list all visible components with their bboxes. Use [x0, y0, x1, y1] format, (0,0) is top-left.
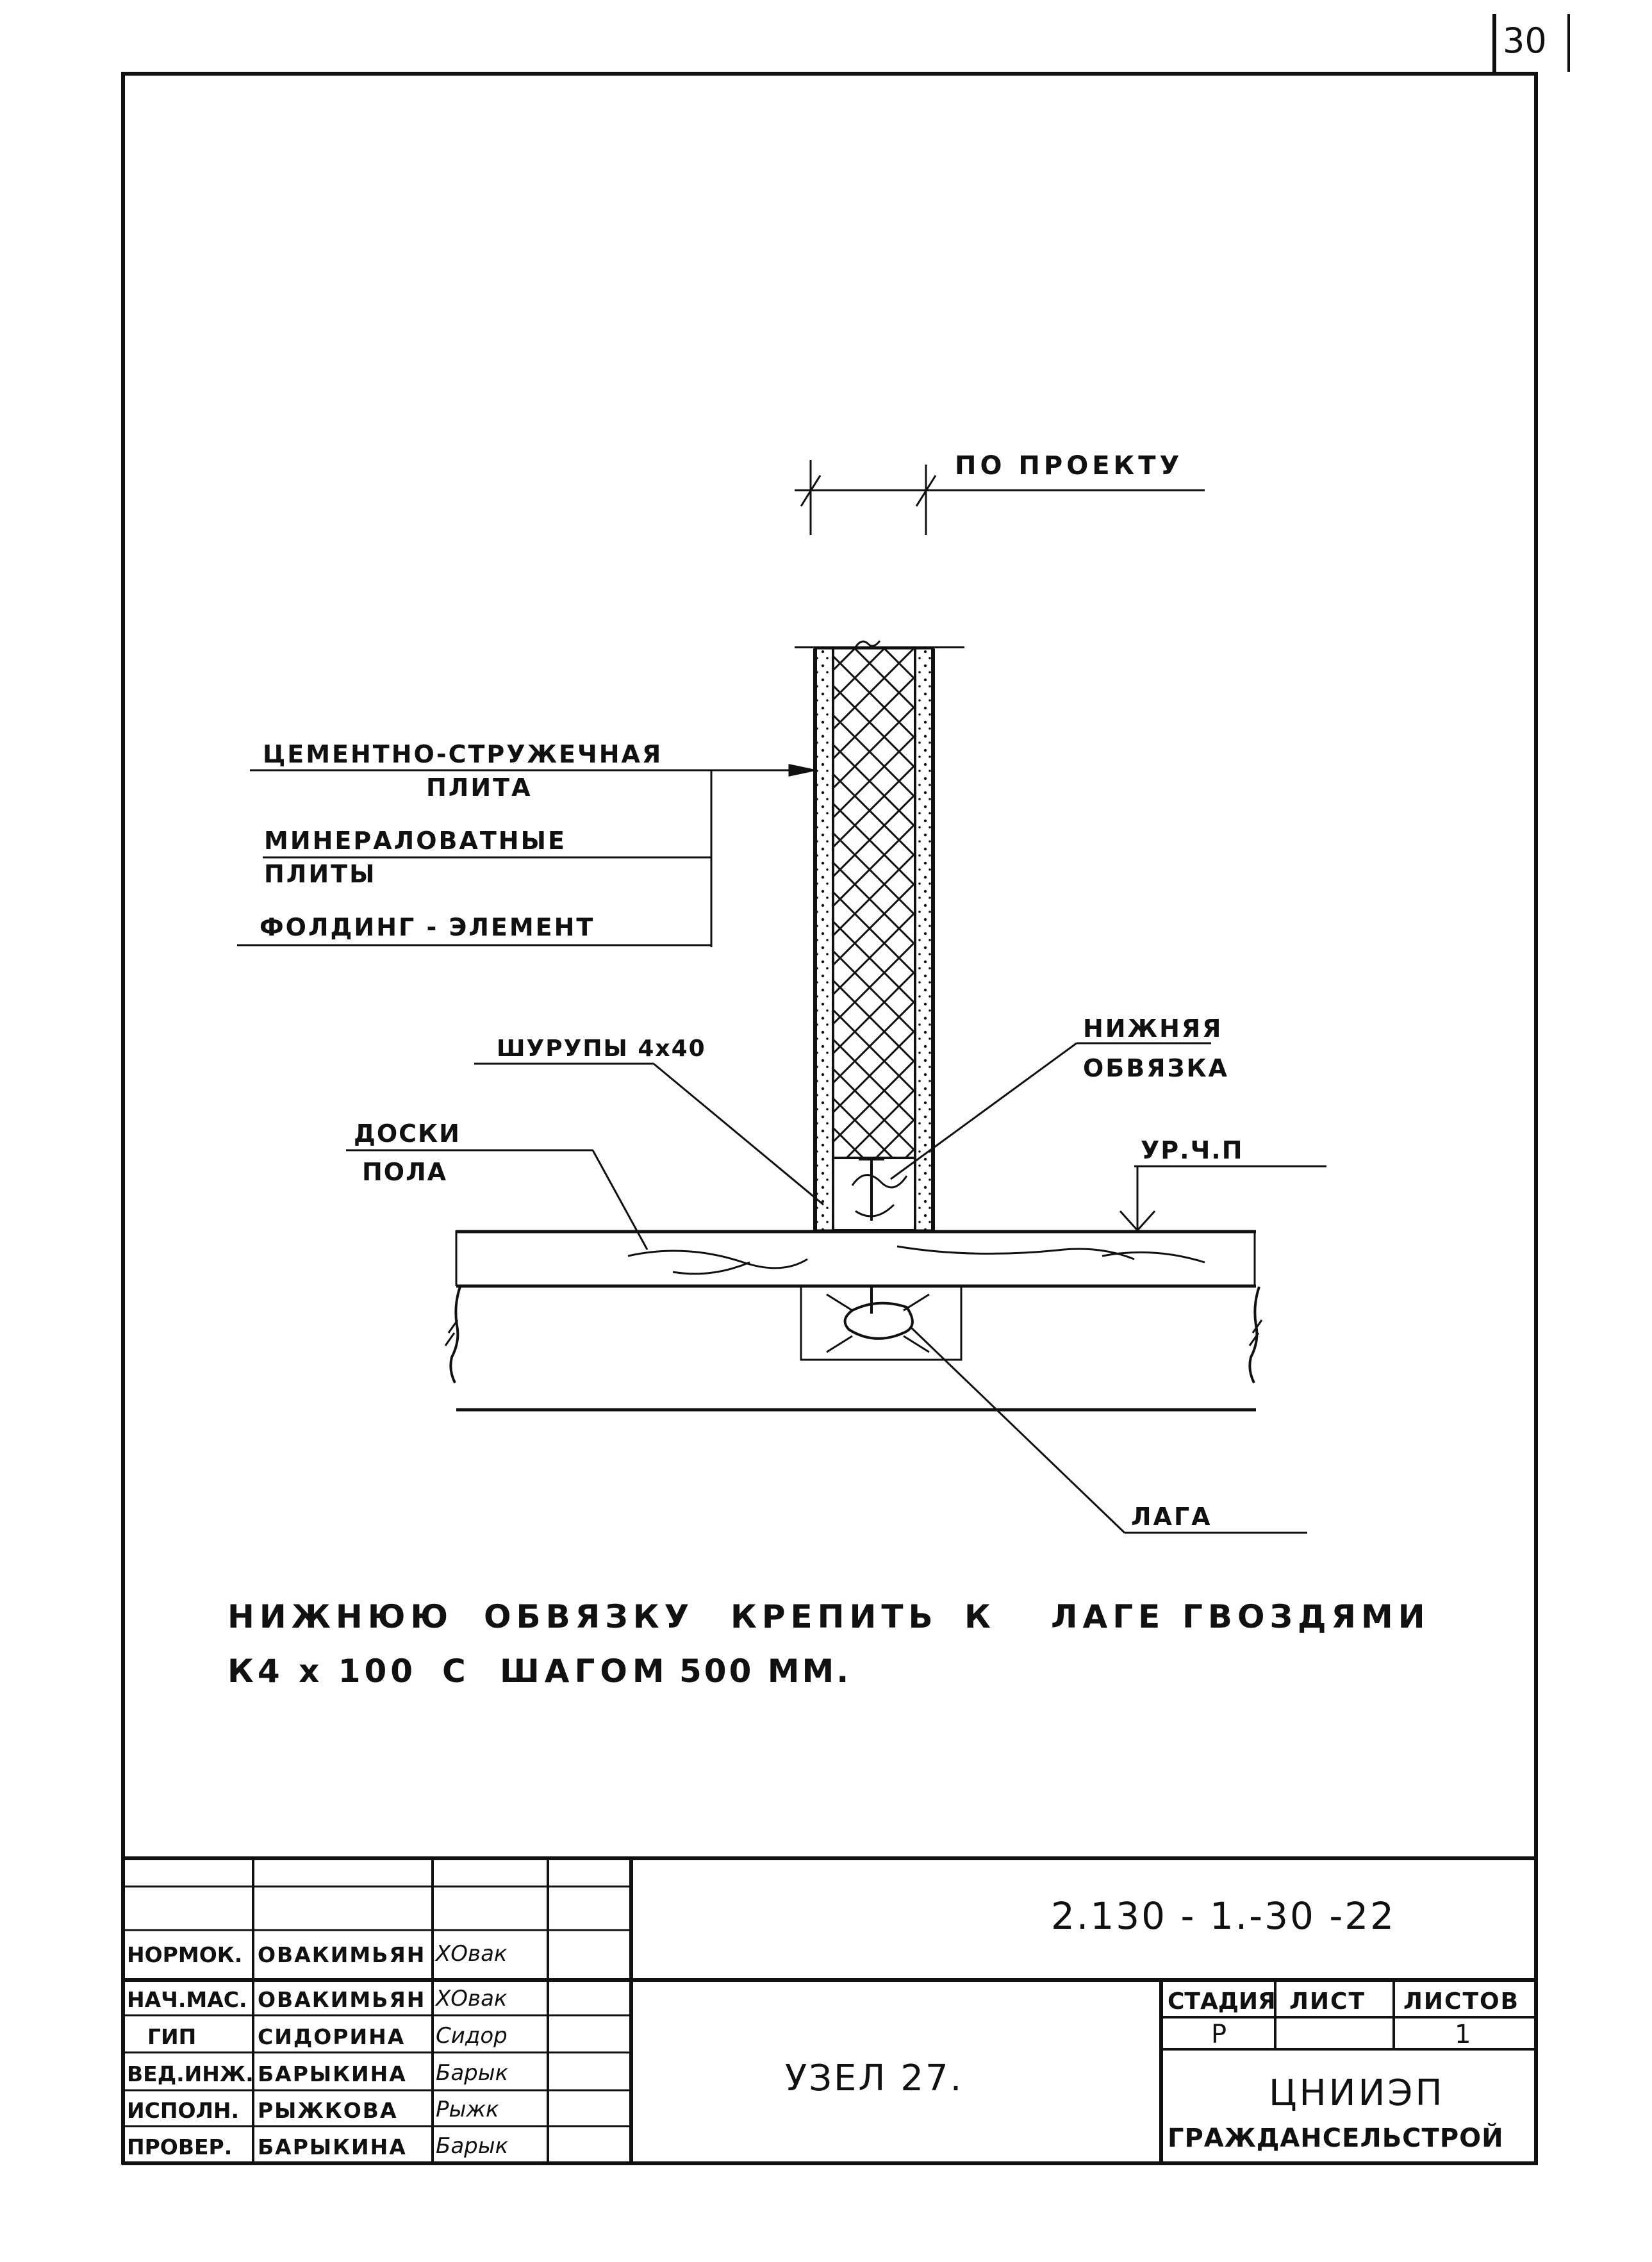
label-screws: ШУРУПЫ 4х40: [497, 1036, 706, 1062]
label-cement-board-1: ЦЕМЕНТНО-СТРУЖЕЧНАЯ: [263, 740, 663, 768]
note-word-2: ОБВЯЗКУ: [484, 1598, 694, 1635]
header-stage: СТАДИЯ: [1168, 1988, 1276, 2015]
sign-role: ГИП: [147, 2024, 196, 2049]
label-joist: ЛАГА: [1131, 1503, 1212, 1531]
sheet-title: УЗЕЛ 27.: [785, 2058, 963, 2099]
sign-name: БАРЫКИНА: [258, 2061, 407, 2086]
stage-value: Р: [1211, 2020, 1227, 2049]
signature-row: ВЕД.ИНЖ. БАРЫКИНА Барык: [127, 2060, 509, 2086]
floor-boards: [455, 1230, 1256, 1288]
label-mineral-wool-2: ПЛИТЫ: [264, 860, 376, 888]
label-bottom-plate-1: НИЖНЯЯ: [1083, 1014, 1223, 1043]
sign-role: НОРМОК.: [127, 1942, 242, 1967]
note-word-6: ГВОЗДЯМИ: [1182, 1598, 1430, 1635]
sign-name: ОВАКИМЬЯН: [258, 1987, 425, 2012]
drawing-code: 2.130 - 1.-30 -22: [1051, 1894, 1396, 1938]
note-word-8: С: [442, 1653, 471, 1690]
note-word-9: ШАГОМ: [500, 1653, 670, 1690]
wall-panel: [795, 640, 964, 1232]
dimension-line: [795, 460, 1205, 535]
label-folding-element: ФОЛДИНГ - ЭЛЕМЕНТ: [260, 913, 595, 941]
joist-section: [800, 1285, 962, 1361]
signature-row: ИСПОЛН. РЫЖКОВА Рыжк: [127, 2097, 499, 2123]
drawing-frame: [121, 72, 1538, 2165]
cement-board-right: [914, 647, 934, 1232]
label-finish-floor-level: УР.Ч.П: [1141, 1136, 1244, 1164]
label-bottom-plate-2: ОБВЯЗКА: [1083, 1054, 1229, 1082]
cement-board-left: [814, 647, 834, 1232]
note-word-3: КРЕПИТЬ: [731, 1598, 938, 1635]
joist-zone: [444, 1285, 1263, 1412]
signature-row: ГИП СИДОРИНА Сидор: [147, 2023, 508, 2049]
dimension-label: ПО ПРОЕКТУ: [955, 451, 1183, 481]
note-word-1: НИЖНЮЮ: [227, 1598, 453, 1635]
sign-signature: Барык: [436, 2133, 509, 2159]
sign-signature: ХОвак: [434, 1941, 508, 1967]
leader-lines: [237, 764, 1326, 1534]
note-word-5: ЛАГЕ: [1051, 1598, 1165, 1635]
label-mineral-wool-1: МИНЕРАЛОВАТНЫЕ: [264, 827, 566, 855]
bottom-plate: [832, 1157, 916, 1232]
label-cement-board-2: ПЛИТА: [426, 773, 533, 802]
signature-row: НАЧ.МАС. ОВАКИМЬЯН ХОвак: [127, 1986, 508, 2012]
sign-signature: Сидор: [436, 2023, 508, 2049]
construction-note: НИЖНЮЮ ОБВЯЗКУ КРЕПИТЬ К ЛАГЕ ГВОЗДЯМИ К…: [227, 1598, 1430, 1690]
sheets-value: 1: [1455, 2020, 1471, 2049]
sign-signature: Барык: [436, 2060, 509, 2086]
label-floor-boards-1: ДОСКИ: [354, 1119, 461, 1148]
org-line-2: ГРАЖДАНСЕЛЬСТРОЙ: [1168, 2122, 1504, 2153]
sign-role: ИСПОЛН.: [127, 2098, 239, 2123]
signature-row: НОРМОК. ОВАКИМЬЯН ХОвак: [127, 1941, 508, 1967]
sign-signature: ХОвак: [434, 1986, 508, 2011]
sign-name: РЫЖКОВА: [258, 2098, 398, 2123]
mineral-wool: [832, 647, 916, 1159]
sign-role: ВЕД.ИНЖ.: [127, 2061, 254, 2086]
sign-role: НАЧ.МАС.: [127, 1987, 247, 2012]
sign-name: БАРЫКИНА: [258, 2134, 407, 2159]
note-word-4: К: [964, 1598, 996, 1635]
note-word-7: К4 х 100: [227, 1653, 417, 1690]
title-block-grid: [123, 1856, 1538, 2163]
sign-name: СИДОРИНА: [258, 2024, 405, 2049]
sheet-number: 30: [1503, 21, 1547, 61]
sign-signature: Рыжк: [436, 2097, 499, 2122]
header-sheets: ЛИСТОВ: [1403, 1988, 1519, 2015]
org-line-1: ЦНИИЭП: [1269, 2072, 1445, 2114]
label-floor-boards-2: ПОЛА: [362, 1158, 447, 1186]
signature-row: ПРОВЕР. БАРЫКИНА Барык: [127, 2133, 509, 2159]
note-word-10: 500 ММ.: [679, 1653, 851, 1690]
sign-role: ПРОВЕР.: [127, 2134, 232, 2159]
wall-floor-node-diagram: ПО ПРОЕКТУ: [237, 451, 1326, 1534]
header-sheet: ЛИСТ: [1289, 1988, 1366, 2015]
title-block: 2.130 - 1.-30 -22 УЗЕЛ 27. СТАДИЯ ЛИСТ Л…: [123, 1856, 1538, 2163]
sign-name: ОВАКИМЬЯН: [258, 1942, 425, 1967]
sheet-number-box: 30: [1492, 14, 1570, 72]
